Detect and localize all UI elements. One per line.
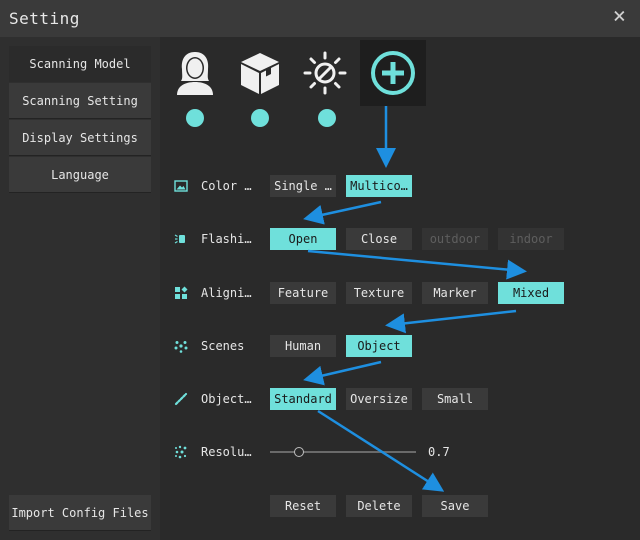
person-icon [177, 52, 213, 95]
category-object-dot [251, 109, 269, 127]
align-mixed-button[interactable]: Mixed [498, 282, 564, 304]
scenes-object-button[interactable]: Object [346, 335, 412, 357]
sidebar-item-scanning-setting[interactable]: Scanning Setting [9, 83, 151, 119]
scenes-human-button[interactable]: Human [270, 335, 336, 357]
flash-open-button[interactable]: Open [270, 228, 336, 250]
window-title: Setting [9, 9, 80, 28]
alignment-label: Aligni… [201, 286, 252, 300]
scenes-icon [174, 341, 188, 353]
color-multicolor-button[interactable]: Multico… [346, 175, 412, 197]
align-marker-button[interactable]: Marker [422, 282, 488, 304]
main-panel: Color … Single … Multico… Flashi… Open C… [160, 37, 640, 540]
sidebar-item-scanning-model[interactable]: Scanning Model [9, 46, 151, 82]
category-add[interactable] [360, 40, 426, 106]
object-oversize-button[interactable]: Oversize [346, 388, 412, 410]
object-size-label: Object… [201, 392, 252, 406]
category-human[interactable] [162, 40, 228, 106]
flash-close-button[interactable]: Close [346, 228, 412, 250]
plus-circle-icon [371, 51, 415, 95]
align-feature-button[interactable]: Feature [270, 282, 336, 304]
image-icon [174, 180, 188, 192]
object-standard-button[interactable]: Standard [270, 388, 336, 410]
reset-button[interactable]: Reset [270, 495, 336, 517]
category-light-dot [318, 109, 336, 127]
import-config-button[interactable]: Import Config Files [9, 495, 151, 531]
category-human-dot [186, 109, 204, 127]
sidebar: Scanning Model Scanning Setting Display … [0, 37, 160, 540]
object-small-button[interactable]: Small [422, 388, 488, 410]
title-bar: Setting × [0, 0, 640, 37]
save-button[interactable]: Save [422, 495, 488, 517]
close-icon[interactable]: × [612, 4, 626, 29]
resolution-slider[interactable] [270, 451, 416, 453]
resolution-slider-handle[interactable] [294, 447, 305, 457]
resolution-value: 0.7 [428, 445, 450, 459]
delete-button[interactable]: Delete [346, 495, 412, 517]
alignment-icon [175, 286, 188, 299]
scenes-label: Scenes [201, 339, 245, 353]
sidebar-item-language[interactable]: Language [9, 157, 151, 193]
category-light[interactable] [292, 40, 358, 106]
box-icon [241, 53, 279, 94]
category-object[interactable] [227, 40, 293, 106]
color-label: Color … [201, 179, 252, 193]
sidebar-item-display-settings[interactable]: Display Settings [9, 120, 151, 156]
resolution-label: Resolu… [201, 445, 252, 459]
ruler-icon [174, 392, 188, 406]
resolution-icon [175, 445, 187, 459]
color-single-button[interactable]: Single … [270, 175, 336, 197]
flash-outdoor-button: outdoor [422, 228, 488, 250]
flash-label: Flashi… [201, 232, 252, 246]
flash-icon [174, 234, 185, 244]
flash-indoor-button: indoor [498, 228, 564, 250]
sun-icon [303, 51, 347, 95]
align-texture-button[interactable]: Texture [346, 282, 412, 304]
